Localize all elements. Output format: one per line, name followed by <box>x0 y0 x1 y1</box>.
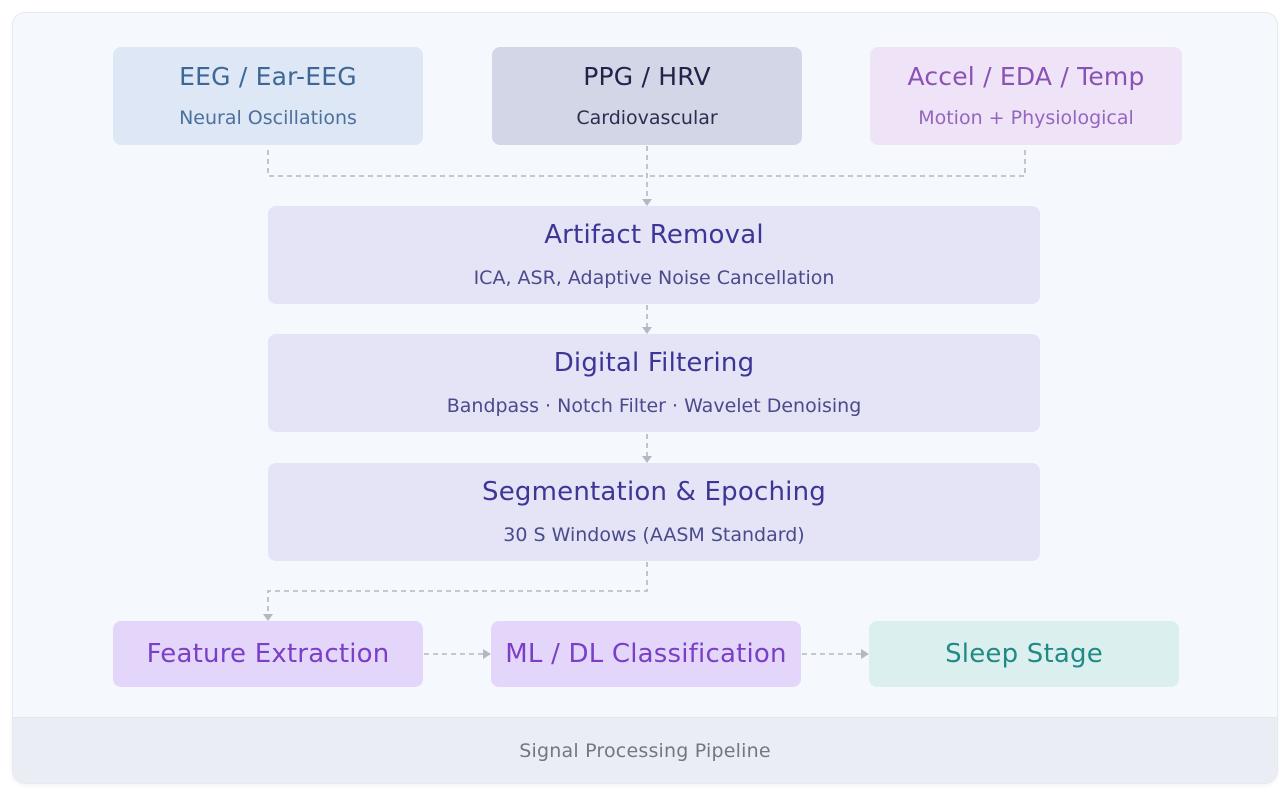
arrow-into-segment <box>642 456 652 463</box>
output-ml-classification: ML / DL Classification <box>491 621 801 687</box>
stage-digital-filtering: Digital Filtering Bandpass · Notch Filte… <box>268 334 1040 432</box>
arrow-into-feature <box>263 614 273 621</box>
stage-artifact-subtitle: ICA, ASR, Adaptive Noise Cancellation <box>473 266 835 289</box>
source-eeg-subtitle: Neural Oscillations <box>179 107 357 130</box>
stage-segmentation: Segmentation & Epoching 30 S Windows (AA… <box>268 463 1040 561</box>
source-ppg-subtitle: Cardiovascular <box>576 107 718 130</box>
stage-artifact-title: Artifact Removal <box>544 220 764 251</box>
source-eeg-title: EEG / Ear-EEG <box>179 61 357 91</box>
stage-segment-subtitle: 30 S Windows (AASM Standard) <box>503 523 805 546</box>
output-sleep-title: Sleep Stage <box>945 638 1103 669</box>
arrow-into-artifact <box>642 199 652 206</box>
source-ppg: PPG / HRV Cardiovascular <box>492 47 802 145</box>
stage-filter-title: Digital Filtering <box>553 348 755 379</box>
output-feature-title: Feature Extraction <box>146 638 390 669</box>
connector-segment-feature <box>267 562 648 614</box>
footer-caption: Signal Processing Pipeline <box>13 717 1277 783</box>
arrow-into-sleep <box>861 649 869 659</box>
connector-accel <box>647 150 1026 177</box>
source-accel-subtitle: Motion + Physiological <box>918 107 1134 130</box>
source-ppg-title: PPG / HRV <box>583 61 711 91</box>
arrow-into-ml <box>483 649 491 659</box>
output-feature-extraction: Feature Extraction <box>113 621 423 687</box>
connector-eeg <box>267 150 647 177</box>
source-eeg: EEG / Ear-EEG Neural Oscillations <box>113 47 423 145</box>
pipeline-card: EEG / Ear-EEG Neural Oscillations PPG / … <box>13 13 1277 783</box>
output-sleep-stage: Sleep Stage <box>869 621 1179 687</box>
stage-filter-subtitle: Bandpass · Notch Filter · Wavelet Denois… <box>446 394 862 417</box>
arrow-into-filter <box>642 327 652 334</box>
stage-artifact-removal: Artifact Removal ICA, ASR, Adaptive Nois… <box>268 206 1040 304</box>
source-accel-title: Accel / EDA / Temp <box>907 61 1145 91</box>
output-ml-title: ML / DL Classification <box>505 638 787 669</box>
stage-segment-title: Segmentation & Epoching <box>482 477 826 508</box>
source-accel: Accel / EDA / Temp Motion + Physiologica… <box>870 47 1182 145</box>
